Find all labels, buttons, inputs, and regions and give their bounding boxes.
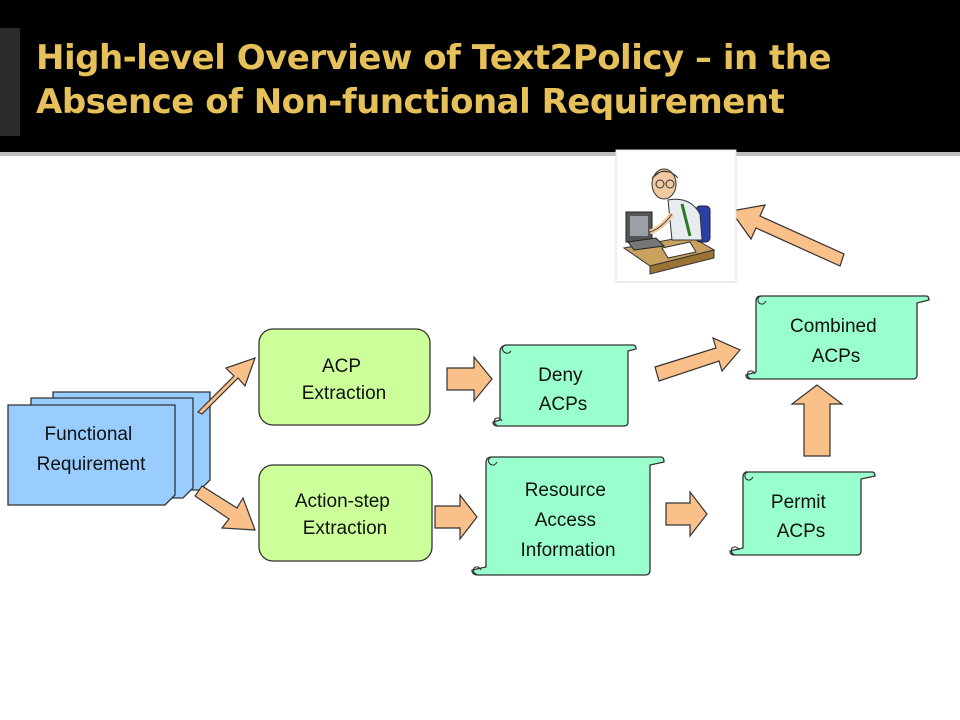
permit-acps-node: Permit ACPs: [729, 471, 876, 556]
arrow-to-deny-acps: [446, 355, 493, 403]
slide-title-line-1: High-level Overview of Text2Policy – in …: [36, 38, 832, 78]
person-at-computer-icon: [615, 149, 737, 283]
arrow-to-action-step-extraction: [194, 485, 256, 531]
resource-access-information-label: Resource Access Information: [520, 480, 615, 561]
combined-acps-label: Combined ACPs: [790, 316, 882, 367]
slide-title-line-2: Absence of Non-functional Requirement: [36, 82, 785, 122]
acp-extraction-label: ACP Extraction: [302, 356, 386, 404]
combined-acps-node: Combined ACPs: [745, 295, 930, 380]
slide-title: High-level Overview of Text2Policy – in …: [36, 36, 936, 124]
arrow-to-resource-access-information: [434, 493, 478, 541]
permit-acps-label: Permit ACPs: [771, 492, 831, 542]
title-bar: [0, 0, 960, 152]
resource-access-information-node: Resource Access Information: [471, 456, 665, 576]
deny-acps-node: Deny ACPs: [492, 344, 637, 427]
functional-requirement-label: Functional Requirement: [37, 424, 146, 475]
functional-requirement-node: Functional Requirement: [7, 391, 211, 506]
title-divider: [0, 152, 960, 156]
action-step-extraction-label: Action-step Extraction: [295, 491, 395, 539]
acp-extraction-node: ACP Extraction: [258, 328, 431, 426]
action-step-extraction-node: Action-step Extraction: [258, 464, 433, 562]
arrow-to-permit-acps: [665, 490, 708, 538]
title-accent-bar: [0, 28, 20, 136]
arrow-deny-to-combined-acps: [654, 336, 741, 382]
arrow-to-acp-extraction: [196, 357, 256, 415]
arrow-combined-to-analyst: [729, 204, 845, 267]
deny-acps-label: Deny ACPs: [538, 365, 588, 415]
arrow-up-to-combined-acps: [790, 384, 844, 457]
